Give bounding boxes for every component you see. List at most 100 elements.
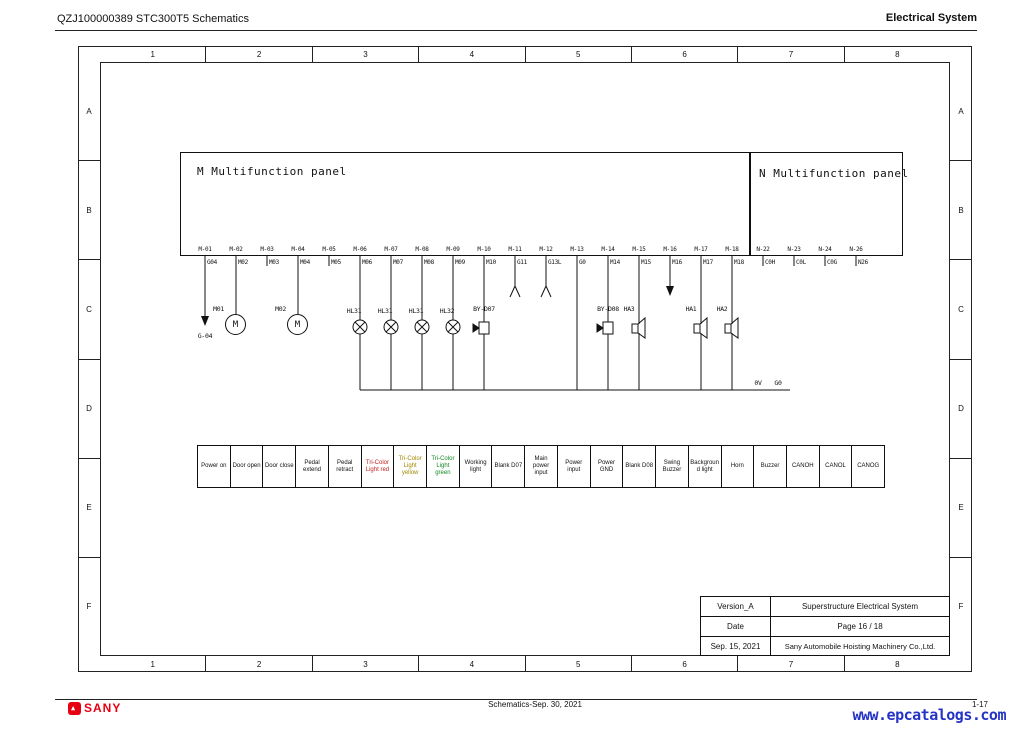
function-cell: Swing Buzzer xyxy=(656,446,689,487)
grid-column-label: 1 xyxy=(100,46,207,62)
function-cell: Tri-Color Light green xyxy=(427,446,460,487)
pin-label: M-03 xyxy=(260,246,274,253)
connector-pin: M-02 M02 xyxy=(221,246,251,272)
motor-m02-icon: M xyxy=(287,314,308,335)
connector-pin: M-05 M05 xyxy=(314,246,344,272)
wire-label: C0H xyxy=(765,259,775,266)
grid-row-label: C xyxy=(78,260,100,360)
grid-column-label: 7 xyxy=(738,46,845,62)
wire-label: M17 xyxy=(703,259,713,266)
n-panel-title: N Multifunction panel xyxy=(759,167,909,180)
connector-pin: M-17 M17 xyxy=(686,246,716,272)
pin-label: M-07 xyxy=(384,246,398,253)
grid-column-label: 4 xyxy=(419,656,526,672)
grid-row-label: B xyxy=(78,161,100,261)
connector-pin: M-06 M06 xyxy=(345,246,375,272)
wire-label: C0L xyxy=(796,259,806,266)
grid-row-label: C xyxy=(950,260,972,360)
grid-column-label: 6 xyxy=(632,46,739,62)
wire-label: M02 xyxy=(238,259,248,266)
grid-column-label: 3 xyxy=(313,656,420,672)
company-cell: Sany Automobile Hoisting Machinery Co.,L… xyxy=(771,637,950,656)
function-cell: Working light xyxy=(460,446,493,487)
wire-label: M15 xyxy=(641,259,651,266)
wire-label: M18 xyxy=(734,259,744,266)
sany-logo-text: SANY xyxy=(84,701,122,715)
wire-label: G0 xyxy=(579,259,586,266)
pin-label: M-14 xyxy=(601,246,615,253)
connector-pin: M-10 M10 xyxy=(469,246,499,272)
motor-symbol: M xyxy=(232,319,239,330)
wire-label: M08 xyxy=(424,259,434,266)
grid-column-label: 8 xyxy=(895,49,900,59)
wire-label: C0G xyxy=(827,259,837,266)
document-number: QZJ100000389 STC300T5 Schematics xyxy=(57,13,249,25)
connector-pin: M-13 G0 xyxy=(562,246,592,272)
wire-label: M09 xyxy=(455,259,465,266)
sany-logo: SANY xyxy=(68,701,121,715)
sany-logo-icon xyxy=(68,701,81,715)
pin-label: N-22 xyxy=(756,246,770,253)
buzzer-d08-label: BY-D08 xyxy=(597,305,619,313)
wire-label: M16 xyxy=(672,259,682,266)
pin-label: M-17 xyxy=(694,246,708,253)
m-multifunction-panel: M Multifunction panel xyxy=(180,152,750,256)
pin-label: M-06 xyxy=(353,246,367,253)
n-multifunction-panel: N Multifunction panel xyxy=(750,152,908,256)
wire-label: M10 xyxy=(486,259,496,266)
lamp-label: HL31 xyxy=(408,307,424,315)
function-cell: Main power input xyxy=(525,446,558,487)
connector-pin: M-18 M18 xyxy=(717,246,747,272)
pin-label: M-13 xyxy=(570,246,584,253)
header-divider xyxy=(55,30,977,31)
date-label-cell: Date xyxy=(701,617,771,637)
grid-row-label: D xyxy=(78,360,100,459)
connector-pin: N-23 C0L xyxy=(779,246,809,272)
function-cell: Background light xyxy=(689,446,722,487)
watermark-link[interactable]: www.epcatalogs.com xyxy=(852,706,1006,724)
connector-pin: M-09 M09 xyxy=(438,246,468,272)
wire-label: G04 xyxy=(207,259,217,266)
pin-label: M-18 xyxy=(725,246,739,253)
connector-pin: M-03 M03 xyxy=(252,246,282,272)
date-value-cell: Sep. 15, 2021 xyxy=(701,637,771,656)
grid-row-label: A xyxy=(78,62,100,162)
pin-label: M-11 xyxy=(508,246,522,253)
function-cell: CANOL xyxy=(820,446,853,487)
function-cell: Power input xyxy=(558,446,591,487)
pin-label: M-15 xyxy=(632,246,646,253)
pin-label: M-02 xyxy=(229,246,243,253)
wire-label: G11 xyxy=(517,259,527,266)
lamp-label: HL31 xyxy=(346,307,362,315)
grid-column-label: 3 xyxy=(313,46,420,62)
pin-label: M-01 xyxy=(198,246,212,253)
connector-pin: M-11 G11 xyxy=(500,246,530,272)
grid-row-label: A xyxy=(950,62,972,162)
connector-pin: M-01 G04 xyxy=(190,246,220,272)
connector-pin: N-22 C0H xyxy=(748,246,778,272)
function-cell: CANOG xyxy=(857,463,880,469)
m-panel-title: M Multifunction panel xyxy=(197,165,347,178)
buzzer-d07-label: BY-D07 xyxy=(473,305,495,313)
grid-column-label: 6 xyxy=(632,656,739,672)
horn-ha3-label: HA3 xyxy=(623,305,635,313)
wire-label: M07 xyxy=(393,259,403,266)
grid-row-label: F xyxy=(86,602,92,612)
system-title-cell: Superstructure Electrical System xyxy=(771,597,950,617)
pin-label: M-10 xyxy=(477,246,491,253)
horn-ha2-label: HA2 xyxy=(716,305,728,313)
grid-column-label: 7 xyxy=(738,656,845,672)
lamp-label: HL32 xyxy=(439,307,455,315)
footer-divider xyxy=(55,699,977,700)
wire-label: M03 xyxy=(269,259,279,266)
wire-label: M06 xyxy=(362,259,372,266)
motor-m02-label: M02 xyxy=(275,305,286,313)
function-cell: Horn xyxy=(722,446,755,487)
function-cell: Tri-Color Light red xyxy=(362,446,395,487)
motor-m01-label: M01 xyxy=(213,305,224,313)
grid-column-label: 4 xyxy=(419,46,526,62)
ground-label: G-04 xyxy=(197,332,213,340)
connector-pin: M-07 M07 xyxy=(376,246,406,272)
